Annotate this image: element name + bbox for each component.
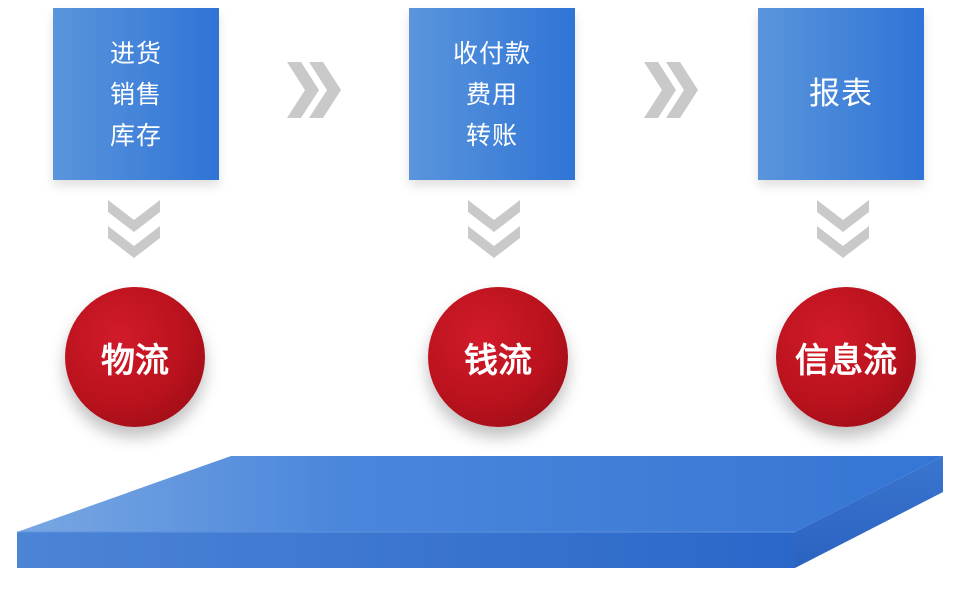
step-box-payments-expenses-transfers: 收付款 费用 转账 (409, 8, 575, 180)
step-box-line: 转账 (465, 120, 518, 150)
flow-circle-logistics: 物流 (65, 287, 205, 427)
double-chevron-down-icon (108, 200, 160, 258)
double-chevron-right-icon (287, 62, 341, 118)
flow-circle-cash: 钱流 (428, 287, 568, 427)
step-box-line: 报表 (809, 75, 873, 112)
flow-circle-information: 信息流 (776, 287, 916, 427)
step-box-line: 进货 (109, 38, 162, 68)
double-chevron-down-icon (817, 200, 869, 258)
flow-label: 物流 (101, 340, 169, 381)
step-box-line: 收付款 (452, 38, 531, 68)
step-box-line: 费用 (465, 79, 518, 109)
step-box-reports: 报表 (758, 8, 924, 180)
step-box-line: 库存 (109, 120, 162, 150)
double-chevron-right-icon (644, 62, 698, 118)
step-box-purchase-sales-inventory: 进货 销售 库存 (53, 8, 219, 180)
platform-slab (17, 456, 943, 568)
flow-label: 钱流 (464, 340, 532, 381)
double-chevron-down-icon (468, 200, 520, 258)
step-box-line: 销售 (109, 79, 162, 109)
flow-label: 信息流 (795, 340, 897, 381)
